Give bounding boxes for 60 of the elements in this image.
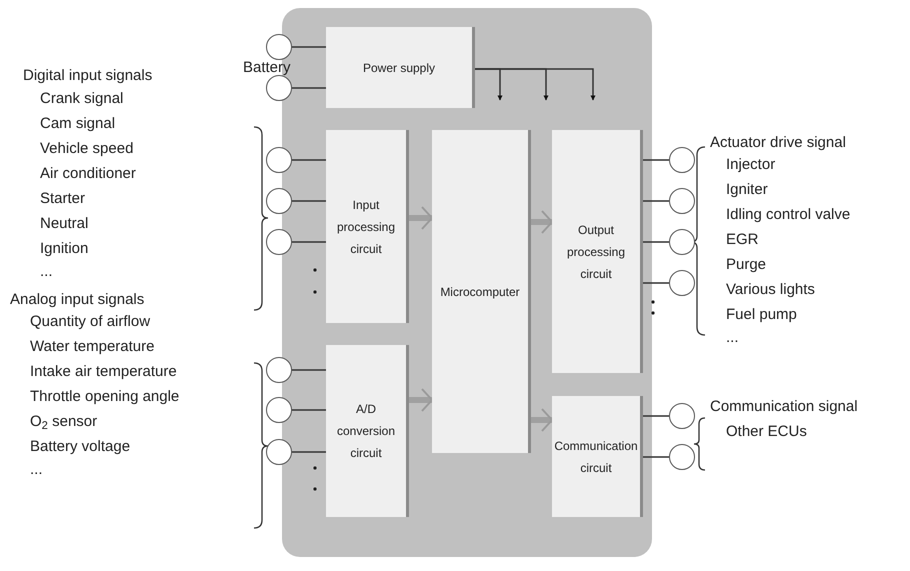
signal-label: Purge (726, 255, 766, 275)
signal-label: Communication signal (710, 397, 858, 417)
signal-label: ... (726, 328, 739, 348)
circuit-block (552, 130, 640, 373)
circuit-block (326, 130, 406, 323)
signal-label: Digital input signals (23, 66, 152, 86)
block-label: A/D conversion circuit (336, 401, 396, 462)
signal-label: Fuel pump (726, 305, 797, 325)
wire-line (640, 415, 669, 417)
circuit-block (552, 396, 640, 517)
flow-arrow (406, 206, 433, 230)
signal-label: Water temperature (30, 337, 154, 357)
wire-line (292, 451, 326, 453)
circuit-block (432, 130, 528, 453)
signal-label: Battery (243, 58, 291, 78)
signal-label: Vehicle speed (40, 139, 134, 159)
signal-label: Various lights (726, 280, 815, 300)
block-label: Microcomputer (440, 284, 520, 300)
block-label: Power supply (362, 60, 436, 76)
block-label: Communication circuit (553, 438, 639, 476)
signal-label: Crank signal (40, 89, 124, 109)
signal-label: Other ECUs (726, 422, 807, 442)
wire-line (292, 87, 326, 89)
wire-line (292, 241, 326, 243)
signal-label: Idling control valve (726, 205, 850, 225)
wire-line (640, 282, 669, 284)
signal-label: Intake air temperature (30, 362, 177, 382)
circuit-block (326, 27, 472, 108)
signal-label: Throttle opening angle (30, 387, 180, 407)
signal-label: Injector (726, 155, 776, 175)
signal-label: ... (40, 262, 53, 282)
wire-line (292, 200, 326, 202)
arrow (472, 68, 596, 100)
signal-label: Air conditioner (40, 164, 136, 184)
wire-line (292, 409, 326, 411)
flow-arrow (528, 210, 553, 234)
signal-label: Starter (40, 189, 86, 209)
signal-label: Cam signal (40, 114, 116, 134)
flow-arrow (406, 388, 433, 412)
signal-label: Igniter (726, 180, 768, 200)
signal-label: Analog input signals (10, 290, 144, 310)
signal-label: EGR (726, 230, 759, 250)
signal-label: Battery voltage (30, 437, 130, 457)
wire-line (292, 369, 326, 371)
wire-line (640, 159, 669, 161)
signal-label: O$_{2}$ sensor (30, 412, 98, 432)
wire-line (640, 241, 669, 243)
wire-line (640, 200, 669, 202)
wire-line (292, 159, 326, 161)
signal-label: ... (30, 460, 43, 480)
wire-line (292, 46, 326, 48)
block-label: Output processing circuit (566, 222, 626, 282)
wire-line (640, 456, 669, 458)
signal-label: Actuator drive signal (710, 133, 846, 153)
signal-label: Quantity of airflow (30, 312, 150, 332)
circuit-block (326, 345, 406, 517)
flow-arrow (528, 408, 553, 432)
block-label: Input processing circuit (336, 196, 396, 258)
signal-label: Neutral (40, 214, 88, 234)
signal-label: Ignition (40, 239, 88, 259)
